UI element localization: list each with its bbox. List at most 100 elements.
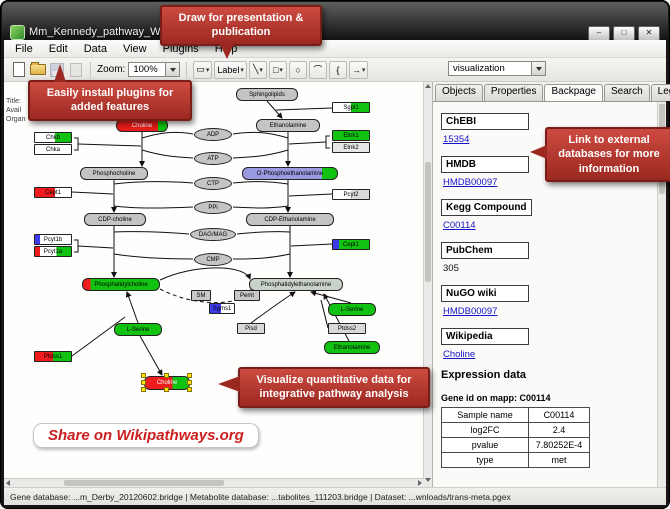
cofactor-node-dag-mag[interactable]: DAG/MAG [190,228,236,241]
gene-id-line: Gene id on mapp: C00114 [441,393,551,403]
gene-node-sm[interactable]: SM [191,290,211,301]
gene-node-etnk2[interactable]: Etnk2 [332,142,370,153]
metabolite-node-l-serine[interactable]: L-Serine [114,323,162,336]
new-button[interactable] [10,61,27,78]
scroll-right-icon[interactable] [418,480,422,486]
line-tool[interactable]: ╲▾ [248,60,267,79]
callout-visualize-text: Visualize quantitative data for integrat… [256,374,412,401]
metabolite-node-ethanolamine[interactable]: Ethanolamine [324,341,380,354]
arc-tool[interactable]: ⌒ [308,60,327,79]
db-link-nugo-wiki[interactable]: HMDB00097 [443,306,498,317]
db-link-kegg-compound[interactable]: C00114 [443,220,476,231]
background-text: Avail [6,107,22,114]
scroll-up-icon[interactable] [425,84,431,88]
tab-search[interactable]: Search [603,84,650,101]
selection-handle[interactable] [187,387,192,392]
gene-node-pisd[interactable]: Pisd [237,323,265,334]
tab-objects[interactable]: Objects [435,84,483,101]
gene-node-sgpl1[interactable]: Sgpl1 [332,102,370,113]
table-cell: C00114 [528,407,590,423]
open-button[interactable] [29,61,46,78]
menu-view[interactable]: View [122,42,147,55]
close-button[interactable]: ✕ [638,26,660,41]
new-icon [12,62,25,77]
cofactor-node-adp[interactable]: ADP [194,128,232,141]
menu-file[interactable]: File [15,42,33,55]
canvas-horizontal-scrollbar[interactable] [4,478,424,487]
gene-node-pemt[interactable]: Pemt [234,290,260,301]
gene-node-chkb[interactable]: Chkb [34,132,72,143]
toolbar-separator [90,61,91,78]
metabolite-node-cdp-ethanolamine[interactable]: CDP-Ethanolamine [246,213,334,226]
scrollbar-thumb[interactable] [425,162,431,282]
table-cell: log2FC [441,422,529,438]
metabolite-node-l-serine[interactable]: L-Serine [328,303,376,316]
visualization-combo[interactable]: visualization [448,61,546,76]
selection-handle[interactable] [141,380,146,385]
menu-data[interactable]: Data [83,42,107,55]
menu-edit[interactable]: Edit [48,42,68,55]
tab-bar: ObjectsPropertiesBackpageSearchLegend [433,82,670,101]
gene-node-pcyt2[interactable]: Pcyt2 [332,189,370,200]
callout-plugins: Easily install plugins for added feature… [28,64,192,121]
selection-handle[interactable] [187,380,192,385]
app-icon [10,25,25,40]
db-header-kegg-compound: Kegg Compound [441,199,532,216]
selection-handle[interactable] [141,387,146,392]
datanode-tool[interactable]: ▭▾ [193,60,213,79]
selection-handle[interactable] [141,373,146,378]
scroll-down-icon[interactable] [425,478,431,482]
tab-properties[interactable]: Properties [483,84,544,101]
cofactor-node-cmp[interactable]: CMP [194,253,232,266]
label-tool[interactable]: Label▾ [214,60,247,79]
zoom-combo[interactable]: 100% [128,62,181,77]
tab-backpage[interactable]: Backpage [544,84,603,101]
canvas-vertical-scrollbar[interactable] [423,82,432,484]
gene-node-pcyt1b[interactable]: Pcyt1b [34,234,72,245]
table-cell: Sample name [441,407,529,423]
table-cell: 2.4 [528,422,590,438]
interaction-tool-icon: → [351,64,361,75]
zoom-label: Zoom: [97,64,126,75]
cofactor-node-atp[interactable]: ATP [194,152,232,165]
gene-node-ptdss2[interactable]: Ptdss2 [328,323,366,334]
cofactor-node-ppi[interactable]: PPi [194,201,232,214]
metabolite-node-phosphocholine[interactable]: Phosphocholine [80,167,148,180]
zoom-dropdown-button[interactable] [165,63,180,76]
cofactor-node-ctp[interactable]: CTP [194,177,232,190]
visualization-dropdown-button[interactable] [531,62,545,75]
toolbar-separator [186,61,188,78]
background-text: Organ [6,116,26,123]
title-bar[interactable]: Mm_Kennedy_pathway_WP1771_45176.gpml –□✕ [2,2,668,41]
brace-tool[interactable]: { [328,60,347,79]
metabolite-node-ethanolamine[interactable]: Ethanolamine [256,119,320,132]
selection-handle[interactable] [164,387,169,392]
gene-node-etnk1[interactable]: Etnk1 [332,130,370,141]
maximize-button[interactable]: □ [613,26,635,41]
gene-node-cept1[interactable]: Cept1 [34,187,72,198]
db-link-chebi[interactable]: 15354 [443,134,470,145]
db-link-wikipedia[interactable]: Choline [443,349,476,360]
ellipse-tool[interactable]: ○ [288,60,307,79]
minimize-button[interactable]: – [588,26,610,41]
scrollbar-thumb[interactable] [64,480,224,486]
interaction-tool[interactable]: →▾ [348,60,369,79]
gene-node-ptdss1[interactable]: Ptdss1 [34,351,72,362]
metabolite-node-phosphatidylcholine[interactable]: Phosphatidylcholine [82,278,160,291]
metabolite-node-choline[interactable]: Choline [116,119,168,132]
gene-node-sgms1[interactable]: Sgms1 [209,303,235,314]
gene-node-chka[interactable]: Chka [34,144,72,155]
tab-legend[interactable]: Legend [650,84,670,101]
selection-handle[interactable] [164,373,169,378]
metabolite-node-sphingolipids[interactable]: Sphingolipids [236,88,298,101]
rectangle-tool[interactable]: □▾ [268,60,287,79]
scroll-left-icon[interactable] [6,480,10,486]
gene-node-pcyt1a[interactable]: Pcyt1a [34,246,72,257]
metabolite-node-o-phosphoethanolamine[interactable]: O-Phosphoethanolamine [242,167,338,180]
db-link-hmdb[interactable]: HMDB00097 [443,177,498,188]
selection-handle[interactable] [187,373,192,378]
metabolite-node-phosphatidylethanolamine[interactable]: Phosphatidylethanolamine [249,278,343,291]
gene-node-cept1[interactable]: Cept1 [332,239,370,250]
metabolite-node-cdp-choline[interactable]: CDP-choline [84,213,146,226]
